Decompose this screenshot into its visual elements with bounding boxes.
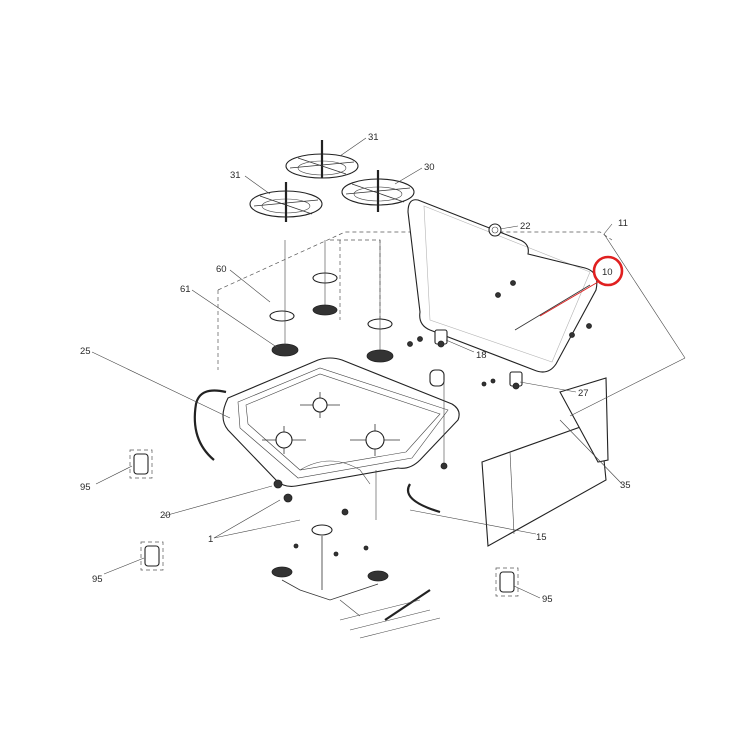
callout-18: 18 — [476, 350, 487, 361]
foot-95-lower-left — [140, 541, 164, 571]
foot-95-left — [129, 449, 153, 479]
hob-tray — [222, 357, 460, 487]
hinge-18 — [434, 329, 448, 348]
hinge-27 — [481, 371, 523, 390]
callout-31-left: 31 — [230, 170, 241, 181]
callout-95-right: 95 — [542, 594, 553, 605]
callout-22: 22 — [520, 221, 531, 232]
bracket-35 — [559, 377, 609, 463]
front-panel-15 — [481, 419, 607, 547]
callout-10: 10 — [602, 267, 613, 278]
leader-lines — [91, 137, 686, 599]
callout-31-top: 31 — [368, 132, 379, 143]
foot-95-right — [495, 567, 519, 597]
callout-25: 25 — [80, 346, 91, 357]
gas-manifold — [271, 524, 441, 639]
callout-15: 15 — [536, 532, 547, 543]
pan-support-31-left — [249, 182, 323, 222]
highlight-circle — [592, 255, 624, 287]
seal-25 — [193, 389, 441, 514]
small-fittings — [273, 369, 448, 520]
highlight-leader — [539, 281, 599, 317]
callout-35: 35 — [620, 480, 631, 491]
pan-support-30-right — [341, 170, 415, 212]
callout-labels: 31 31 30 22 11 10 60 61 25 18 27 35 95 2… — [80, 132, 631, 605]
callout-61: 61 — [180, 284, 191, 295]
pan-support-31-top — [285, 140, 359, 179]
callout-1: 1 — [208, 534, 213, 545]
burner-heads — [269, 240, 423, 363]
callout-11: 11 — [618, 218, 628, 229]
callout-60: 60 — [216, 264, 227, 275]
glass-lid — [407, 199, 598, 373]
burner-crosses — [262, 392, 400, 456]
callout-95-left: 95 — [80, 482, 91, 493]
callout-95-lower: 95 — [92, 574, 103, 585]
callout-20: 20 — [160, 510, 171, 521]
callout-30: 30 — [424, 162, 435, 173]
callout-27: 27 — [578, 388, 589, 399]
